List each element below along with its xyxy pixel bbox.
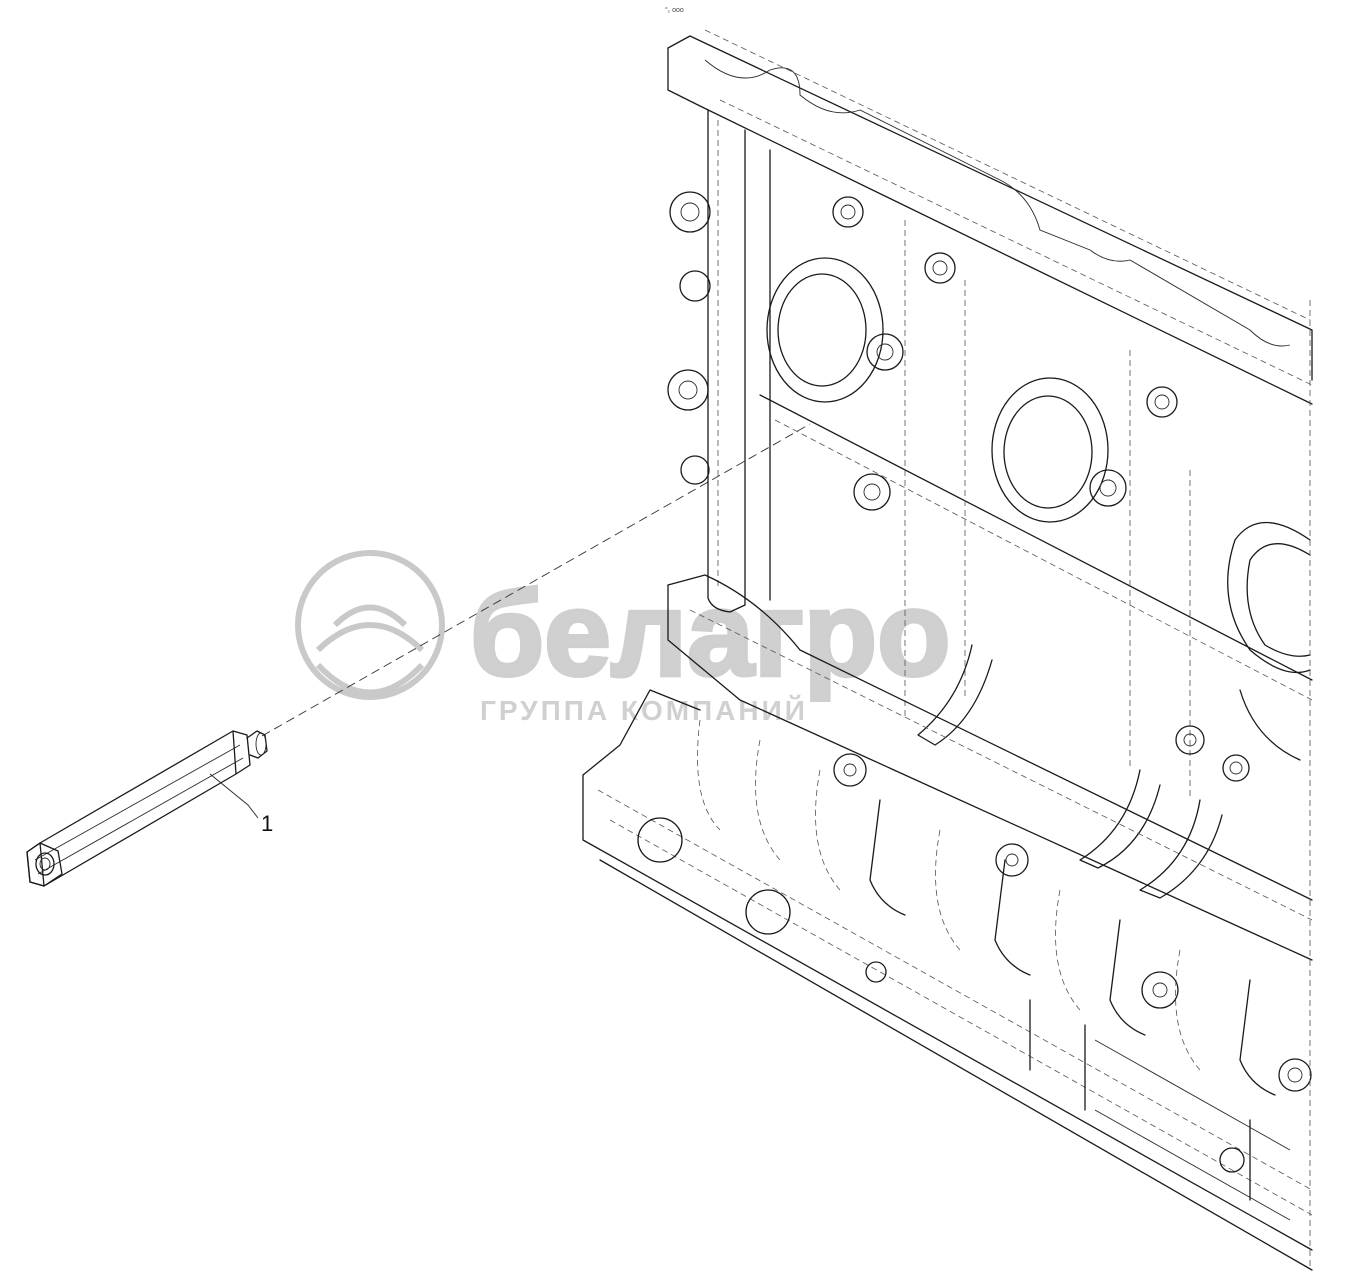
engine-block-outline bbox=[582, 29, 1313, 1271]
callout-leader-1 bbox=[209, 773, 259, 819]
lower-ribs bbox=[697, 719, 1276, 1096]
watermark-emblem-icon bbox=[295, 550, 445, 700]
assembly-center-line bbox=[261, 423, 811, 737]
watermark-logo: белагро ГРУППА КОМПАНИЙ bbox=[295, 550, 952, 726]
cylinder-bore-2 bbox=[853, 377, 1178, 523]
lower-bosses bbox=[637, 753, 1312, 1173]
watermark-brand: белагро bbox=[470, 567, 950, 701]
watermark-subtitle: ГРУППА КОМПАНИЙ bbox=[480, 694, 808, 726]
left-flange-bosses bbox=[667, 191, 711, 485]
drawing-corner-tag: °₁ ooo bbox=[665, 6, 684, 14]
callout-label-1: 1 bbox=[261, 811, 273, 836]
cylinder-bore-3 bbox=[1227, 521, 1311, 674]
cylinder-bore-1 bbox=[766, 196, 956, 403]
part-1-hex-spacer bbox=[26, 730, 268, 887]
